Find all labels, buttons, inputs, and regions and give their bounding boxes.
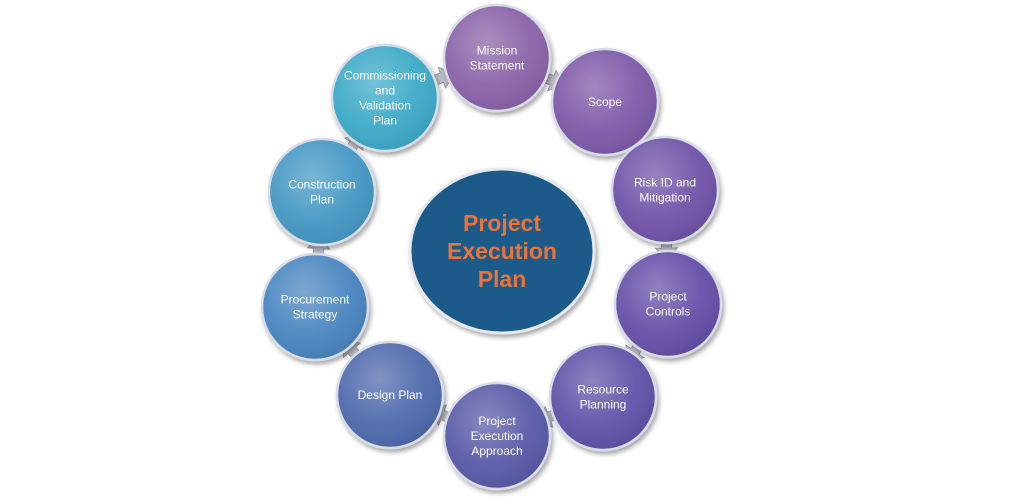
node-scope: Scope [550,47,660,157]
node-label: Execution [471,429,524,443]
node-shine [551,345,655,449]
node-shine [338,343,442,447]
center-circle [408,167,596,335]
node-label: Strategy [293,308,338,322]
node-shine [445,6,549,110]
node-label: Planning [580,398,627,412]
node-label: Mitigation [639,191,690,205]
node-label: Plan [310,193,334,207]
node-label: Statement [470,59,525,73]
node-label: Design Plan [358,388,423,402]
node-label: Procurement [281,293,350,307]
node-label: Risk ID and [634,176,696,190]
node-shine [616,252,720,356]
node-label: Project [478,414,516,428]
node-label: and [375,84,395,98]
node-shine [333,46,437,150]
node-shine [613,138,717,242]
node-shine [553,50,657,154]
node-label: Construction [288,178,355,192]
node-shine [445,384,549,488]
node-design-plan: Design Plan [335,340,445,450]
node-label: Approach [471,444,522,458]
node-label: Validation [359,99,411,113]
center-title: Project [463,210,541,236]
node-label: Mission [477,44,518,58]
node-label: Commissioning [344,69,426,83]
node-shine [263,255,367,359]
node-label: Project [649,290,687,304]
node-label: Controls [646,305,691,319]
center-title: Plan [478,266,527,292]
node-label: Resource [577,383,629,397]
node-shine [270,140,374,244]
center-title: Execution [447,238,557,264]
node-label: Scope [588,95,622,109]
node-label: Plan [373,114,397,128]
